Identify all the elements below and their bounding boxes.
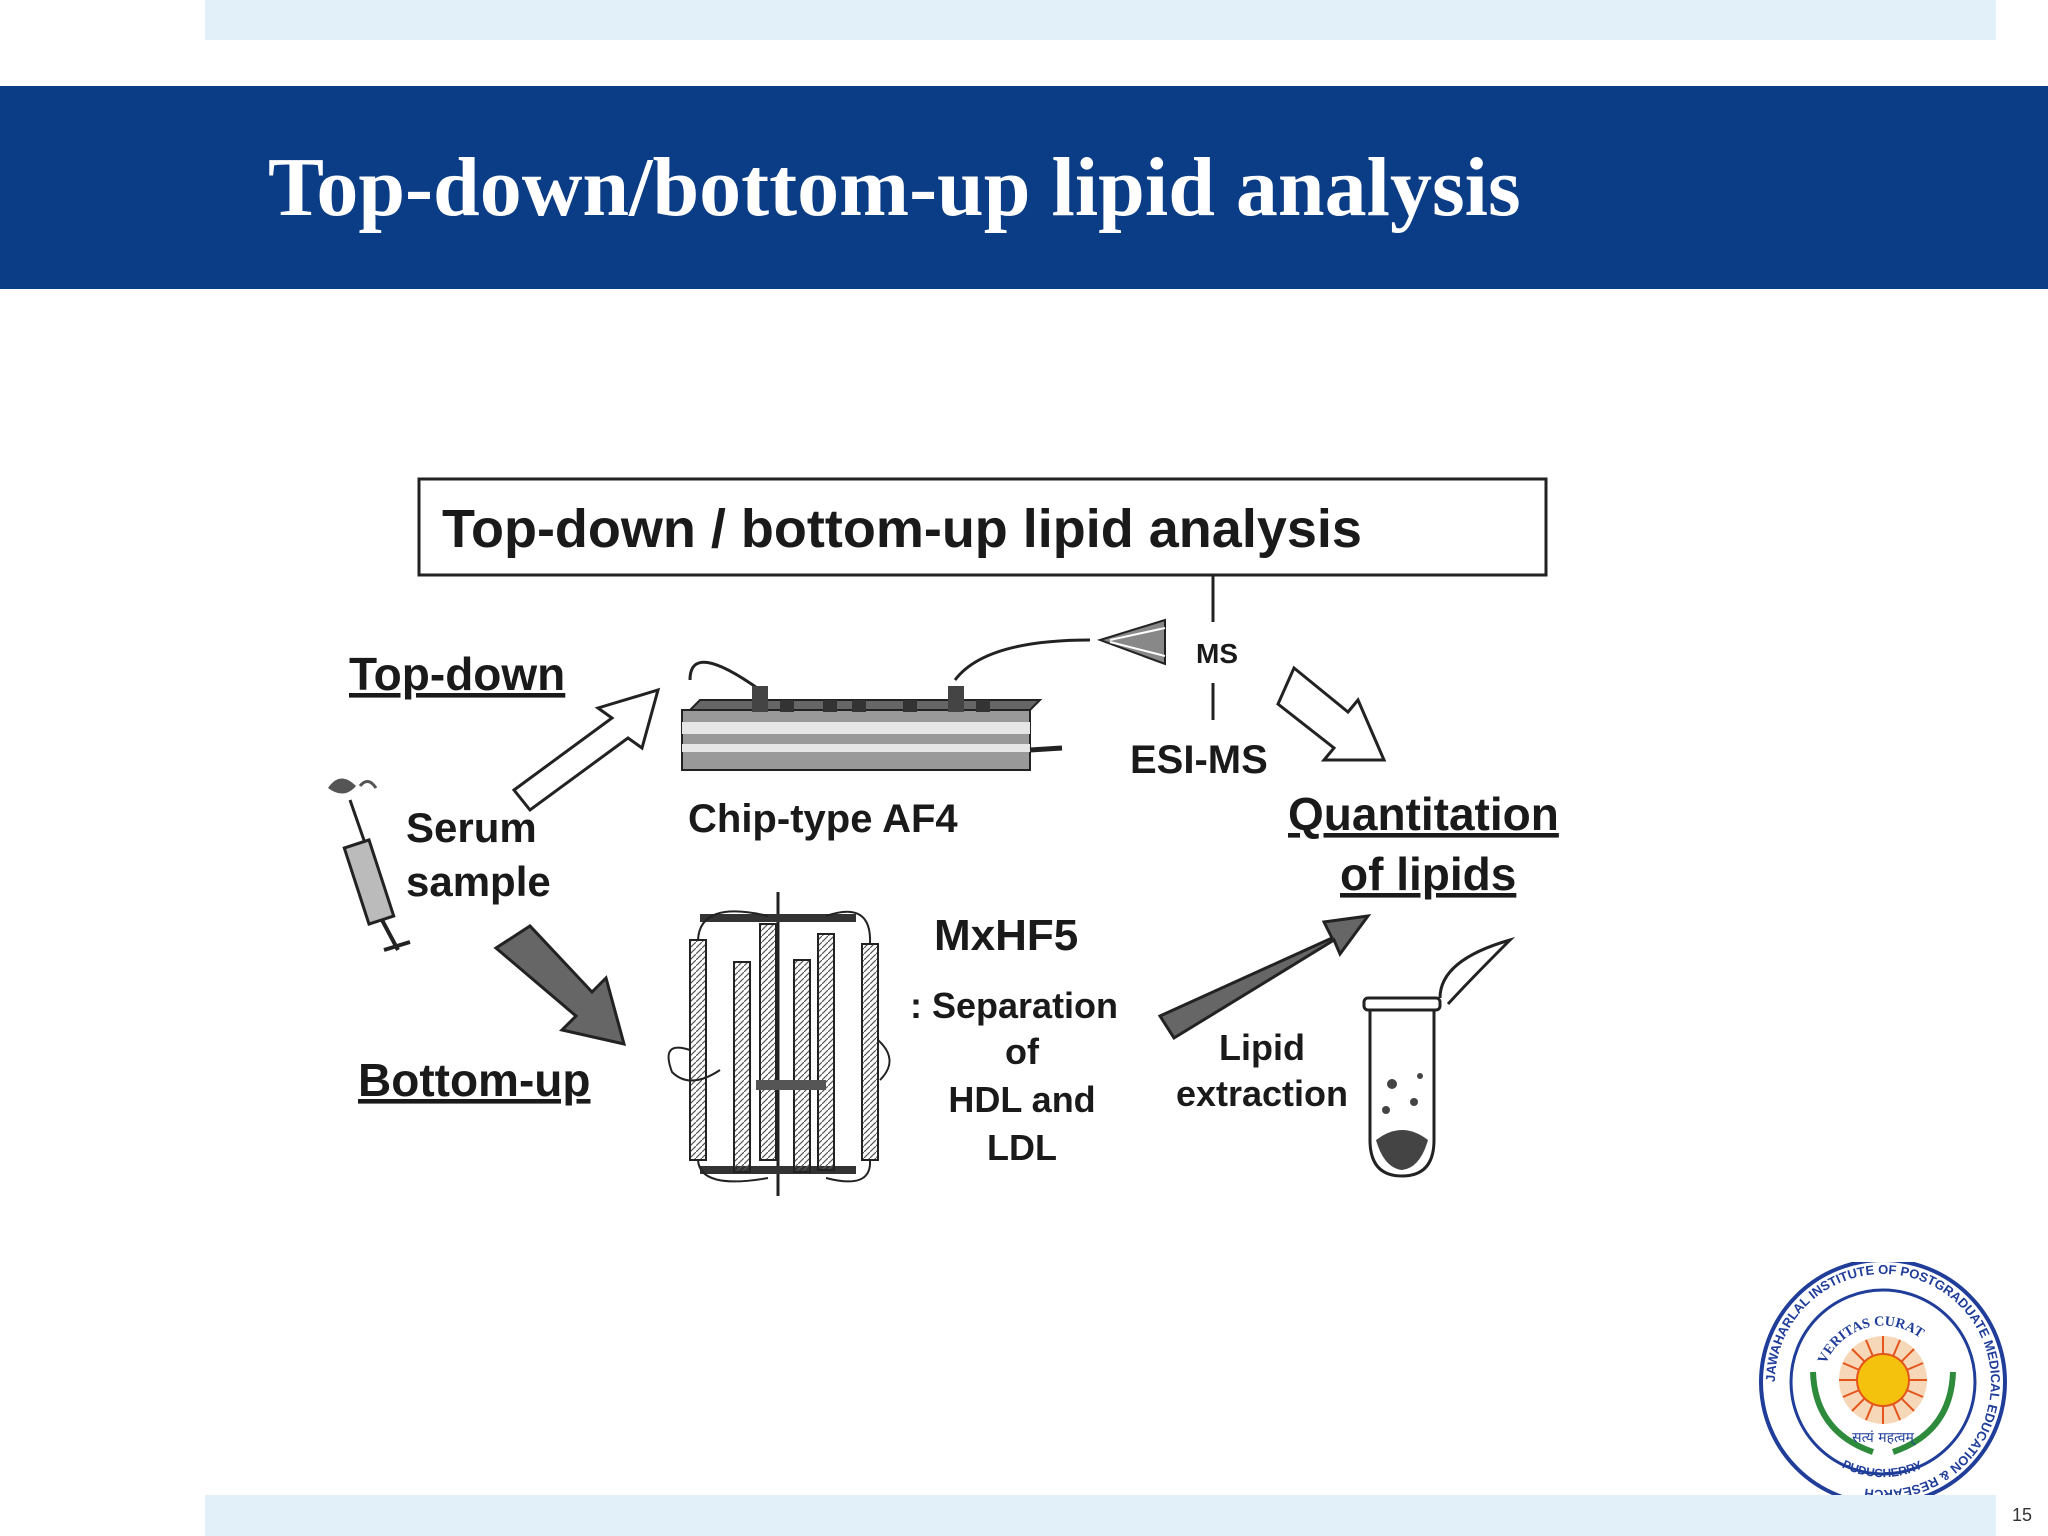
seal-hindi-text: सत्यं महत्वम्	[1852, 1430, 1916, 1446]
separation-line3: HDL and	[948, 1079, 1095, 1120]
serum-line2: sample	[406, 858, 551, 905]
esi-ms-label: ESI-MS	[1130, 738, 1268, 782]
chip-af4-device	[681, 638, 1091, 771]
separation-line2: of	[1005, 1031, 1040, 1072]
ms-to-quant-arrow	[1276, 665, 1387, 762]
top-down-label: Top-down	[349, 648, 565, 700]
sun-icon	[1839, 1336, 1927, 1424]
lipid-line2: extraction	[1176, 1073, 1348, 1114]
ms-label: MS	[1196, 638, 1238, 669]
wreath-left-icon	[1810, 1371, 1874, 1455]
diagram-box-title: Top-down / bottom-up lipid analysis	[442, 499, 1362, 559]
diagram-title-box	[417, 477, 1548, 577]
quantitation-line1: Quantitation	[1288, 788, 1559, 840]
serum-line1: Serum	[406, 804, 537, 851]
ms-spray-cone	[1096, 618, 1166, 666]
chip-type-af4-label: Chip-type AF4	[688, 797, 958, 841]
slide-title: Top-down/bottom-up lipid analysis	[268, 141, 1521, 234]
bottom-up-arrow	[493, 924, 627, 1047]
top-decor-strip	[205, 0, 1996, 40]
separation-line4: LDL	[987, 1127, 1057, 1168]
lipid-line1: Lipid	[1219, 1027, 1305, 1068]
syringe-icon	[328, 778, 411, 952]
bottom-up-label: Bottom-up	[358, 1054, 590, 1106]
page-number: 15	[2011, 1505, 2032, 1525]
title-band	[0, 86, 2048, 289]
institute-seal: JAWAHARLAL INSTITUTE OF POSTGRADUATE MED…	[1759, 1262, 2007, 1502]
bottom-decor-strip	[205, 1495, 1996, 1536]
mxhf5-label: MxHF5	[934, 911, 1078, 960]
wreath-right-icon	[1892, 1371, 1956, 1455]
lipid-extraction-arrow	[1157, 914, 1372, 1041]
separation-line1: : Separation	[910, 985, 1118, 1026]
quantitation-line2: of lipids	[1340, 848, 1516, 900]
top-down-arrow	[511, 687, 661, 813]
mxhf5-module	[667, 892, 891, 1196]
test-tube-icon	[1362, 936, 1516, 1178]
